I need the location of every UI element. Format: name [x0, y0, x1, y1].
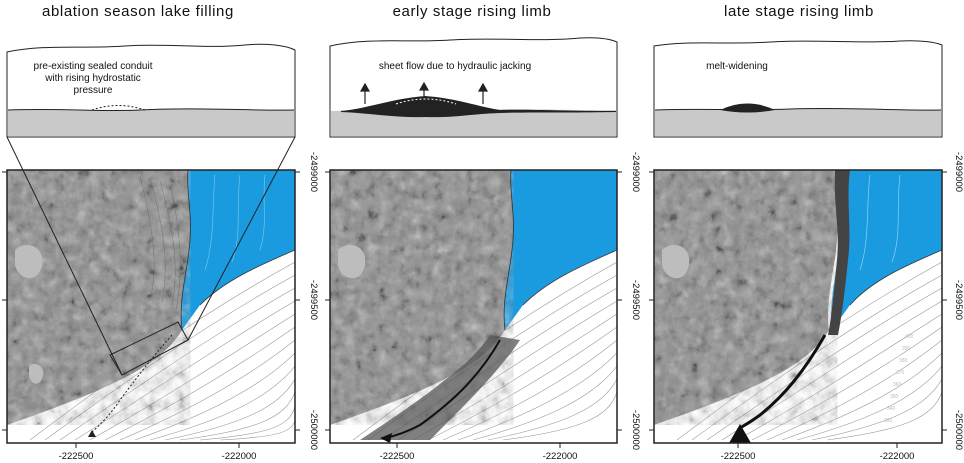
x-tick-label: -222500	[59, 451, 94, 462]
leader-line	[187, 136, 296, 341]
y-tick-label: -2499500	[953, 280, 964, 320]
outlet-marker	[88, 430, 96, 437]
melt-widened-conduit	[720, 103, 775, 113]
cross-section-1: pre-existing sealed conduit with rising …	[6, 43, 296, 138]
contour-label: 340	[887, 406, 896, 412]
contour-labels: 400 390 380 370 360 350 340 330	[884, 334, 914, 424]
annotation-1-line-1: pre-existing sealed conduit	[34, 61, 153, 72]
cross-section-3: melt-widening	[653, 40, 943, 138]
uplift-arrow	[359, 81, 489, 104]
x-tick-label: -222000	[543, 451, 578, 462]
contour-label: 360	[893, 382, 902, 388]
x-tick-label: -222000	[880, 451, 915, 462]
panel-title-1: ablation season lake filling	[42, 3, 234, 20]
y-tick-label: -2499000	[308, 152, 319, 192]
lake	[181, 170, 295, 330]
annotation-1-line-2: with rising hydrostatic	[44, 73, 141, 84]
y-tick-label: -2499000	[953, 152, 964, 192]
y-tick-label: -2499000	[630, 152, 641, 192]
map-frame-3	[653, 169, 943, 444]
sheet-flow-layer	[341, 96, 616, 118]
ice-contours	[29, 261, 295, 441]
map-panel-2	[330, 170, 617, 443]
subglacial-flow-path	[739, 334, 827, 430]
contour-label: 400	[905, 334, 914, 340]
y-tick-label: -2499500	[308, 280, 319, 320]
sheet-flow-zone	[360, 335, 520, 440]
outlet-marker	[729, 424, 751, 443]
x-tick-label: -222500	[380, 451, 415, 462]
annotation-3: melt-widening	[706, 61, 768, 72]
x-tick-label: -222500	[721, 451, 756, 462]
panel-title-3: late stage rising limb	[724, 3, 874, 20]
contour-label: 330	[884, 418, 893, 424]
x-tick-label: -222000	[222, 451, 257, 462]
subglacial-flow-path	[384, 339, 501, 439]
cross-section-2: sheet flow due to hydraulic jacking	[329, 37, 618, 138]
contour-label: 380	[899, 358, 908, 364]
y-axis	[2, 171, 947, 431]
contour-label: 370	[896, 370, 905, 376]
subglacial-flow-path	[91, 334, 173, 433]
bedrock-layer	[8, 108, 294, 136]
contour-label: 350	[890, 394, 899, 400]
leader-line	[6, 136, 123, 376]
x-axis	[75, 443, 898, 448]
inset-box	[109, 321, 189, 376]
sealed-conduit	[91, 105, 146, 111]
map-panel-1	[7, 170, 295, 443]
map-frame-1	[6, 169, 296, 444]
y-tick-label: -2500000	[308, 410, 319, 450]
map-panel-3	[654, 170, 942, 443]
y-tick-label: -2500000	[953, 410, 964, 450]
contour-label: 390	[902, 346, 911, 352]
map-frame-2	[329, 169, 618, 444]
y-tick-label: -2500000	[630, 410, 641, 450]
annotation-1-line-3: pressure	[74, 85, 113, 96]
y-tick-label: -2499500	[630, 280, 641, 320]
panel-title-2: early stage rising limb	[393, 3, 552, 20]
annotation-2: sheet flow due to hydraulic jacking	[379, 61, 531, 72]
melt-widened-channel	[828, 170, 850, 335]
